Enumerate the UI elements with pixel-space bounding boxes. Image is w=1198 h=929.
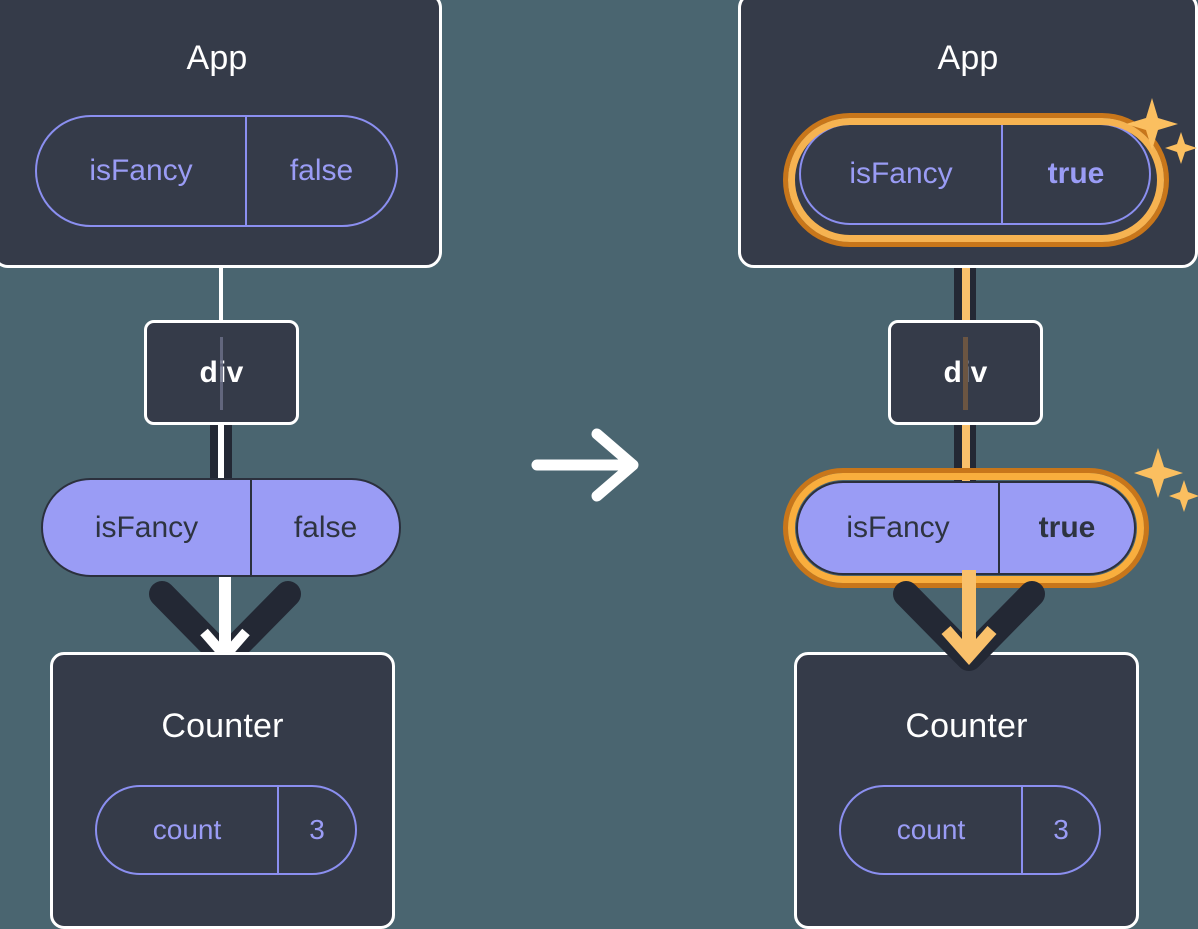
after-app-state-pill: isFancy true xyxy=(799,123,1151,225)
before-prop-pill: isFancy false xyxy=(41,478,401,577)
before-prop-value: false xyxy=(250,480,399,575)
after-counter-state-value: 3 xyxy=(1021,787,1099,873)
before-counter-state-pill: count 3 xyxy=(95,785,357,875)
before-app-title: App xyxy=(186,39,248,77)
prop-sparkles xyxy=(1134,448,1198,512)
before-counter-card: Counter count 3 xyxy=(50,652,395,929)
before-counter-title: Counter xyxy=(161,707,284,745)
after-app-card: App isFancy true xyxy=(738,0,1198,268)
after-counter-state-key: count xyxy=(896,814,966,845)
wire-app-to-div-before xyxy=(219,265,223,323)
sparkle-icon xyxy=(1134,448,1183,498)
wire-inside-div-before xyxy=(220,337,223,410)
wire-div-to-prop-core-before xyxy=(218,418,224,488)
before-app-state-key: isFancy xyxy=(89,154,193,187)
before-app-state-value: false xyxy=(245,117,396,225)
before-counter-state-value: 3 xyxy=(277,787,355,873)
after-counter-title: Counter xyxy=(905,707,1028,745)
after-counter-card: Counter count 3 xyxy=(794,652,1139,929)
before-prop-key: isFancy xyxy=(94,510,199,544)
after-app-state-value: true xyxy=(1001,125,1149,223)
after-app-title: App xyxy=(937,39,999,77)
wire-inside-div-after xyxy=(963,337,968,410)
wire-div-to-prop-core-after xyxy=(962,418,970,488)
after-app-state-key: isFancy xyxy=(849,157,953,190)
after-counter-state-pill: count 3 xyxy=(839,785,1101,875)
before-app-card: App isFancy false xyxy=(0,0,442,268)
after-prop-pill: isFancy true xyxy=(796,481,1136,575)
before-app-state-pill: isFancy false xyxy=(35,115,398,227)
before-counter-state-key: count xyxy=(152,814,222,845)
arrow-right-icon xyxy=(531,428,639,502)
after-prop-key: isFancy xyxy=(846,511,950,544)
sparkle-icon xyxy=(1169,480,1198,512)
after-prop-value: true xyxy=(998,483,1134,573)
